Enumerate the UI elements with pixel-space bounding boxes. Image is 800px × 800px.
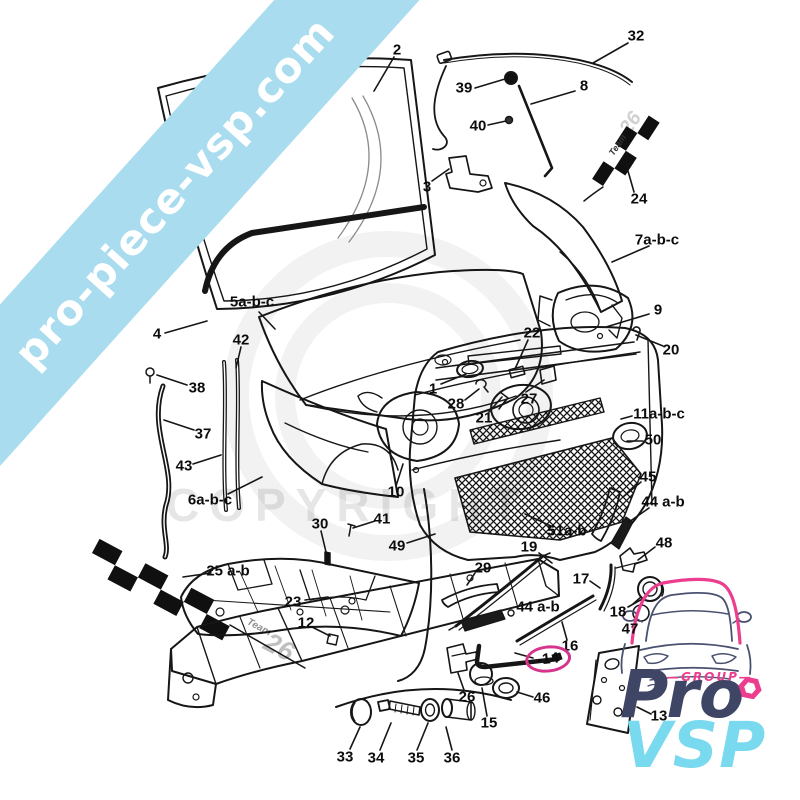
bumper-drawing bbox=[408, 326, 664, 561]
trim-strips-drawing bbox=[441, 487, 634, 646]
windshield-seal-drawing bbox=[202, 204, 427, 294]
mounting-plate-drawing bbox=[586, 645, 640, 734]
checkered-decal-24 bbox=[592, 115, 660, 186]
logo-car-roof bbox=[630, 577, 742, 645]
sweep-curve bbox=[397, 488, 433, 682]
lower-parts-drawing bbox=[446, 643, 563, 699]
bolt-kit-drawing bbox=[350, 698, 476, 726]
left-headlight-drawing bbox=[357, 391, 460, 462]
logo-vsp-text: VSP bbox=[623, 709, 767, 782]
logo-hexagon-icon bbox=[736, 674, 764, 707]
cowl-strips-drawing bbox=[145, 358, 241, 560]
logo-pro-text: Pro bbox=[620, 656, 745, 733]
left-fender-drawing bbox=[260, 380, 399, 498]
fasteners-drawing bbox=[324, 523, 356, 646]
leader-lines bbox=[156, 42, 664, 751]
right-headlight-drawing bbox=[537, 284, 641, 353]
cable-and-rod-drawing bbox=[432, 50, 633, 193]
checkered-decal-25 bbox=[92, 538, 230, 641]
logo-car-sketch bbox=[620, 577, 752, 687]
crossmember-drawing bbox=[167, 558, 560, 709]
logo-group-label: —GROUP— bbox=[667, 670, 753, 684]
